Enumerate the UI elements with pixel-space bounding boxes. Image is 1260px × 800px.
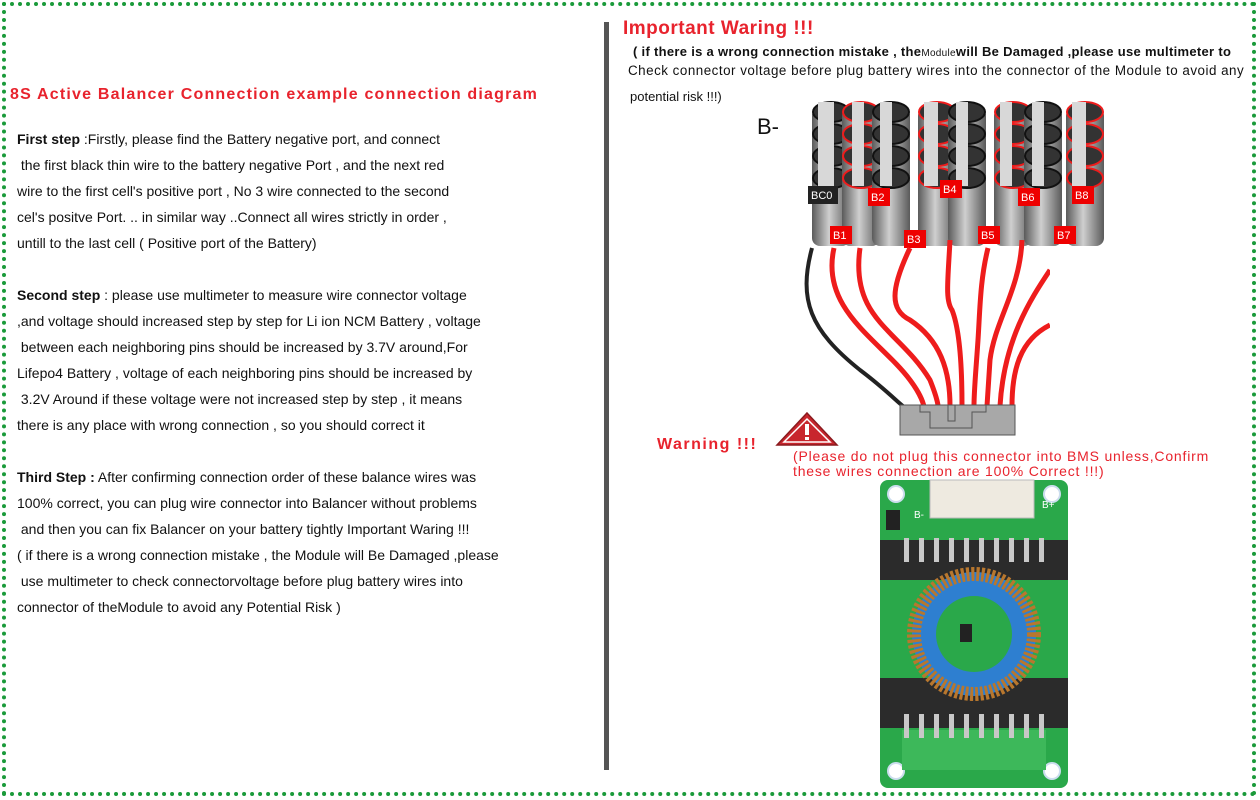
cell-label-bg [1072, 186, 1094, 204]
cell-label-bg [1054, 226, 1076, 244]
warning-note: (Please do not plug this connector into … [793, 448, 1210, 479]
wire-b6 [984, 240, 1025, 407]
cell-label-bg [808, 186, 838, 204]
nickel-strip [1032, 102, 1044, 186]
third-step-paragraph: Third Step : After confirming connection… [17, 469, 499, 615]
pcb-pin [964, 714, 969, 738]
vertical-divider [604, 22, 609, 770]
pcb-pin [1039, 714, 1044, 738]
cell-label-b3: B3 [907, 234, 920, 246]
step-label: Second step [17, 287, 101, 303]
wire-b1 [829, 247, 927, 410]
nickel-strip [924, 102, 938, 186]
pcb-pin [1024, 714, 1029, 738]
wire-b7 [997, 268, 1050, 407]
warning-text-line-3: potential risk !!!) [630, 89, 722, 104]
pcb-b-plus: B+ [1042, 500, 1055, 511]
second-step-paragraph: Second step : please use multimeter to m… [17, 287, 481, 433]
pcb-pin [934, 538, 939, 562]
step-label: Third Step : [17, 469, 95, 485]
cell-label-b1: B1 [833, 230, 846, 242]
important-warning-title: Important Waring !!! [623, 18, 814, 39]
warning-triangle-icon [775, 411, 839, 446]
cell-label-b2: B2 [871, 192, 884, 204]
warning-text-line-2: Check connector voltage before plug batt… [628, 63, 1245, 78]
nickel-strip [880, 102, 892, 186]
mounting-hole [1043, 762, 1061, 780]
balance-wires [804, 240, 1050, 436]
wire-b5 [971, 247, 991, 407]
wire-connector [899, 404, 1016, 436]
pcb-pin [994, 538, 999, 562]
wire-b2 [856, 247, 941, 407]
pcb-pin [1009, 538, 1014, 562]
pcb-pin [934, 714, 939, 738]
cell-label-b5: B5 [981, 230, 994, 242]
pcb-pin [964, 538, 969, 562]
balancer-module-pcb: B- B+ [880, 479, 1068, 788]
diagram-title: 8S Active Balancer Connection example co… [10, 86, 539, 103]
nickel-strip [1000, 102, 1012, 186]
mounting-hole [1043, 485, 1061, 503]
pcb-pin [904, 714, 909, 738]
wire-b4 [945, 240, 965, 407]
nickel-strip [1072, 102, 1086, 186]
nickel-strip [956, 102, 968, 186]
pcb-pin [1039, 538, 1044, 562]
pcb-b-minus: B- [914, 510, 924, 521]
step-label: First step [17, 131, 81, 147]
balance-port-header [929, 479, 1035, 519]
pcb-pin [994, 714, 999, 738]
cell-label-bg [940, 180, 962, 198]
cell-label-bg [978, 226, 1000, 244]
pcb-pin [1024, 538, 1029, 562]
cell-label-bg [904, 230, 926, 248]
warning-label: Warning !!! [657, 436, 758, 453]
pcb-pin [979, 714, 984, 738]
pcb-pin [949, 714, 954, 738]
wire-b8 [1009, 322, 1050, 407]
cell-label-b6: B6 [1021, 192, 1034, 204]
pcb-pin [904, 538, 909, 562]
cell-label-b4: B4 [943, 184, 956, 196]
pcb-pin [919, 714, 924, 738]
first-step-paragraph: First step :Firstly, please find the Bat… [17, 131, 450, 251]
nickel-strip [852, 102, 864, 186]
pcb-pin [1009, 714, 1014, 738]
pcb-pin [979, 538, 984, 562]
wire-b3 [892, 246, 953, 407]
cell-label-bg [830, 226, 852, 244]
cell-label-bg [1018, 188, 1040, 206]
nickel-strip [818, 102, 834, 186]
cell-label-b8: B8 [1075, 190, 1088, 202]
cell-label-bg [868, 188, 890, 206]
mounting-hole [887, 762, 905, 780]
pcb-pin [949, 538, 954, 562]
cell-label-bc0: BC0 [811, 190, 832, 202]
mounting-hole [887, 485, 905, 503]
warning-text-line-1: ( if there is a wrong connection mistake… [633, 44, 1232, 59]
battery-cells [812, 101, 1104, 246]
cell-label-b7: B7 [1057, 230, 1070, 242]
b-minus-label: B- [757, 114, 779, 139]
pcb-pin [919, 538, 924, 562]
